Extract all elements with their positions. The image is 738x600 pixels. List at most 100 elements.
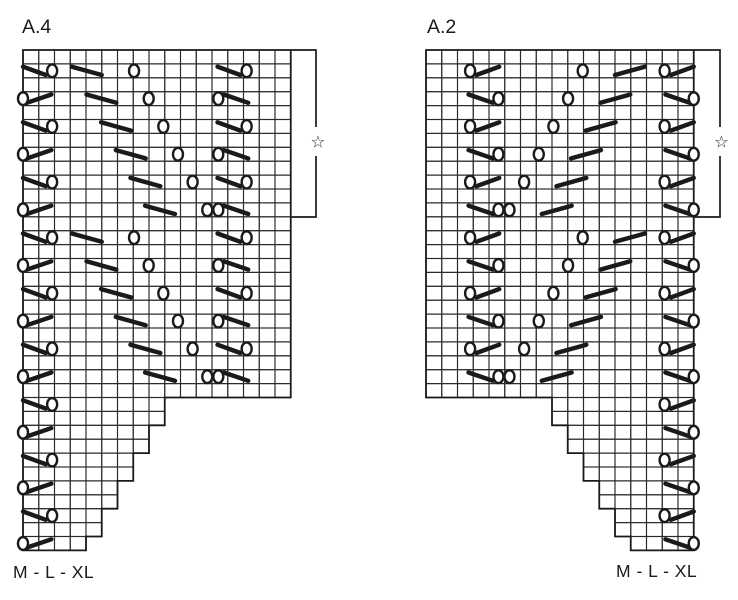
grid-cell [645,271,663,287]
yarnover-symbol [492,202,505,218]
grid-cell [69,132,87,148]
grid-cell [614,452,632,468]
grid-cell [425,160,443,176]
decrease-symbol [20,64,49,78]
grid-cell [195,299,213,315]
decrease-symbol [215,342,243,356]
decrease-symbol [24,92,54,106]
chart-a4-size-label: M - L - XL [13,562,94,582]
grid-cell [551,146,569,162]
grid-cell [551,132,569,148]
grid-cell [425,216,443,232]
grid-cell [441,132,459,148]
grid-cell [274,118,292,134]
grid-cell [69,452,87,468]
yarnover-symbol [127,63,141,79]
grid-cell [116,466,134,482]
yarnover-symbol [212,202,225,218]
grid-cell [598,244,616,260]
grid-cell [116,105,134,121]
grid-cell [456,160,474,176]
grid-cell [148,327,166,343]
grid-cell [38,188,56,204]
grid-cell [101,494,119,510]
grid-cell [567,132,585,148]
yarnover-symbol [171,146,185,162]
grid-cell [148,299,166,315]
decrease-symbol [663,537,693,550]
grid-cell [69,49,87,65]
grid-cell [274,327,292,343]
grid-cell [132,216,150,232]
yarnover-symbol [658,396,671,413]
grid-cell [598,271,616,287]
chart-a2: A.2 ☆ M - L - XL [425,16,729,581]
grid-cell [227,299,245,315]
grid-cell [567,299,585,315]
grid-cell [85,216,103,232]
grid-cell [535,49,553,65]
grid-cell [630,327,648,343]
chart-a2-title: A.2 [427,16,456,38]
grid-cell [425,271,443,287]
yarnover-symbol [687,146,700,162]
grid-cell [179,63,197,79]
grid-cell [164,174,182,190]
grid-cell [85,466,103,482]
grid-cell [519,230,537,246]
grid-cell [53,77,71,93]
yarnover-symbol [503,202,516,218]
grid-cell [101,216,119,232]
grid-cell [582,160,600,176]
grid-cell [425,91,443,107]
yarnover-symbol [240,174,253,190]
grid-cell [22,327,40,343]
yarnover-symbol [687,313,700,329]
grid-cell [598,466,616,482]
grid-cell [614,77,632,93]
grid-cell [661,132,679,148]
grid-cell [258,313,276,329]
grid-cell [258,369,276,385]
grid-cell [535,341,553,357]
grid-cell [116,202,134,218]
grid-cell [598,174,616,190]
grid-cell [227,383,245,399]
grid-cell [148,313,166,329]
grid-cell [258,341,276,357]
grid-cell [274,285,292,301]
grid-cell [101,244,119,260]
grid-cell [582,452,600,468]
decrease-symbol [474,120,502,133]
grid-cell [179,132,197,148]
grid-cell [164,341,182,357]
yarnover-symbol [503,369,516,385]
grid-cell [22,132,40,148]
grid-cell [488,132,506,148]
grid-cell [101,202,119,218]
grid-cell [645,522,663,538]
grid-cell [614,341,632,357]
yarnover-symbol [576,230,589,246]
grid-cell [504,77,522,93]
grid-cell [164,91,182,107]
grid-cell [582,188,600,204]
grid-cell [53,480,71,496]
grid-cell [661,383,679,399]
decrease-symbol [598,92,633,106]
grid-cell [488,160,506,176]
grid-cell [519,77,537,93]
grid-cell [179,355,197,371]
grid-cell [535,77,553,93]
grid-cell [101,271,119,287]
grid-cell [661,271,679,287]
grid-cell [661,188,679,204]
grid-cell [164,216,182,232]
yarnover-symbol [492,91,505,107]
grid-cell [164,299,182,315]
decrease-symbol [84,259,119,272]
grid-cell [69,313,87,329]
grid-cell [456,132,474,148]
chart-a4-symbols [16,63,253,552]
yarnover-symbol [16,146,30,162]
